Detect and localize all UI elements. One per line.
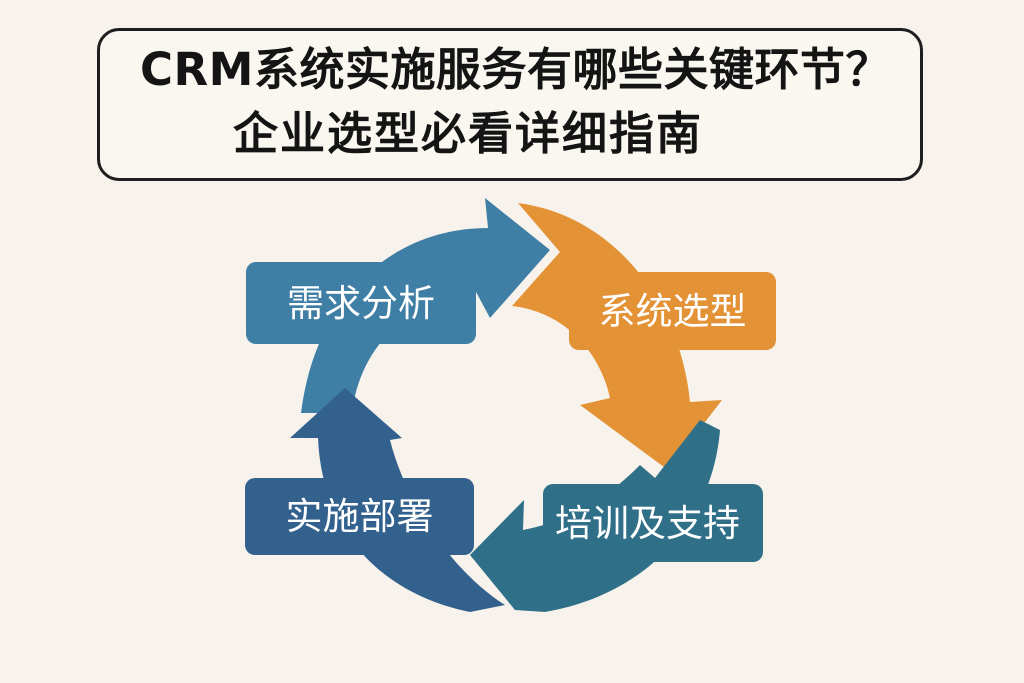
step-text-analysis: 需求分析: [287, 281, 435, 325]
step-text-training: 培训及支持: [555, 501, 740, 545]
title-line-1: CRM系统实施服务有哪些关键环节？: [140, 43, 891, 96]
title-line-2: 企业选型必看详细指南: [233, 107, 704, 160]
step-label-selection: 系统选型: [569, 272, 776, 350]
title-banner: CRM系统实施服务有哪些关键环节？ 企业选型必看详细指南: [97, 28, 923, 181]
step-text-selection: 系统选型: [598, 289, 747, 333]
step-label-analysis: 需求分析: [246, 262, 476, 344]
step-text-deployment: 实施部署: [285, 495, 434, 538]
step-label-deployment: 实施部署: [245, 478, 474, 555]
step-label-training: 培训及支持: [543, 484, 763, 562]
